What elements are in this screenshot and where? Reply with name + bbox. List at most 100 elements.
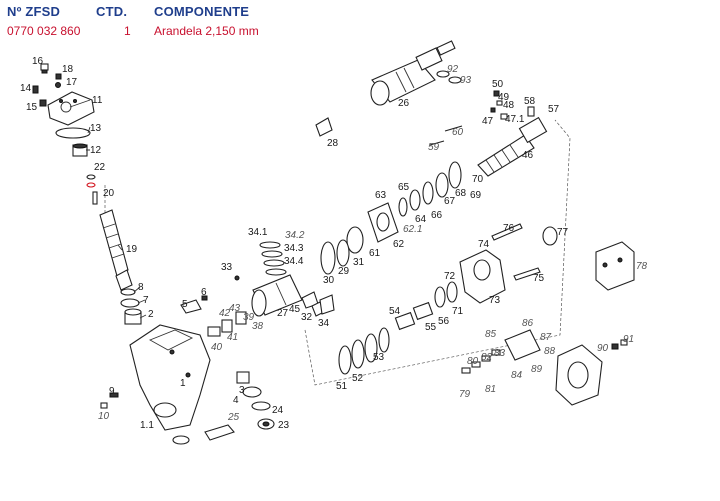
callout-label-81[interactable]: 81 [485, 384, 496, 395]
callout-label-1[interactable]: 1 [180, 378, 186, 389]
part-1.1-ring[interactable] [172, 435, 190, 445]
callout-label-13[interactable]: 13 [90, 123, 102, 134]
callout-label-48[interactable]: 48 [503, 100, 515, 111]
callout-label-12[interactable]: 12 [90, 145, 102, 156]
callout-label-27[interactable]: 27 [277, 308, 289, 319]
callout-label-6[interactable]: 6 [201, 287, 207, 298]
callout-label-34-3[interactable]: 34.3 [284, 243, 304, 254]
part-4-ring[interactable] [242, 386, 262, 398]
part-46-worm-shaft[interactable] [477, 116, 548, 177]
part-10-nut[interactable] [100, 402, 108, 409]
part-7-ring[interactable] [120, 298, 140, 308]
callout-label-43[interactable]: 43 [229, 303, 241, 314]
callout-label-92[interactable]: 92 [447, 64, 459, 75]
callout-label-34-1[interactable]: 34.1 [248, 227, 268, 238]
callout-label-61[interactable]: 61 [369, 248, 381, 259]
callout-label-54[interactable]: 54 [389, 306, 401, 317]
callout-label-5[interactable]: 5 [182, 299, 188, 310]
callout-label-28[interactable]: 28 [327, 138, 339, 149]
callout-label-32[interactable]: 32 [301, 312, 313, 323]
callout-label-75[interactable]: 75 [533, 273, 545, 284]
callout-label-4[interactable]: 4 [233, 395, 239, 406]
callout-label-60[interactable]: 60 [452, 127, 464, 138]
callout-label-73[interactable]: 73 [489, 295, 501, 306]
part-50-56-small-parts[interactable] [490, 90, 535, 120]
part-26-valve-assembly[interactable] [370, 40, 456, 106]
callout-label-30[interactable]: 30 [323, 275, 335, 286]
part-23-nut[interactable] [257, 418, 275, 430]
part-15-screw[interactable] [39, 99, 47, 107]
callout-label-38[interactable]: 38 [252, 321, 264, 332]
part-18-nut[interactable] [55, 73, 62, 80]
callout-label-45[interactable]: 45 [289, 304, 301, 315]
part-51-53-seal-rings[interactable] [338, 327, 390, 375]
callout-label-17[interactable]: 17 [66, 77, 78, 88]
callout-label-22[interactable]: 22 [94, 162, 106, 173]
callout-label-31[interactable]: 31 [353, 257, 365, 268]
callout-label-42[interactable]: 42 [219, 308, 231, 319]
callout-label-20[interactable]: 20 [103, 188, 115, 199]
callout-label-62-1[interactable]: 62.1 [403, 224, 422, 235]
callout-label-9[interactable]: 9 [109, 386, 115, 397]
callout-label-39[interactable]: 39 [243, 312, 255, 323]
callout-label-78[interactable]: 78 [636, 261, 648, 272]
part-3-bearing[interactable] [236, 371, 250, 384]
part-14-pin[interactable] [32, 85, 39, 94]
part-2-bearing[interactable] [124, 308, 142, 325]
callout-label-55[interactable]: 55 [425, 322, 437, 333]
callout-label-29[interactable]: 29 [338, 266, 350, 277]
part-8-ring[interactable] [120, 288, 136, 296]
callout-label-24[interactable]: 24 [272, 405, 284, 416]
part-84-valve-body[interactable] [504, 329, 541, 361]
callout-label-90[interactable]: 90 [597, 343, 609, 354]
callout-label-19[interactable]: 19 [126, 244, 138, 255]
callout-label-87[interactable]: 87 [540, 332, 552, 343]
callout-label-82[interactable]: 82 [481, 352, 493, 363]
callout-label-16[interactable]: 16 [32, 56, 44, 67]
part-61-ring[interactable] [346, 226, 364, 254]
part-54-56-spool[interactable] [394, 301, 434, 331]
callout-label-40[interactable]: 40 [211, 342, 223, 353]
callout-label-53[interactable]: 53 [373, 352, 385, 363]
callout-label-52[interactable]: 52 [352, 373, 364, 384]
part-13-seal-ring[interactable] [55, 127, 91, 139]
part-29-31-rings[interactable] [320, 239, 350, 275]
callout-label-2[interactable]: 2 [148, 309, 154, 320]
callout-label-25[interactable]: 25 [227, 412, 240, 423]
callout-label-79[interactable]: 79 [459, 389, 471, 400]
part-19-input-shaft[interactable] [99, 209, 133, 291]
callout-label-23[interactable]: 23 [278, 420, 290, 431]
part-77-cap[interactable] [542, 226, 558, 246]
callout-label-51[interactable]: 51 [336, 381, 348, 392]
callout-label-91[interactable]: 91 [623, 334, 634, 345]
part-75-bolt[interactable] [513, 267, 541, 281]
part-12-bearing[interactable] [72, 143, 88, 157]
callout-label-41[interactable]: 41 [227, 332, 238, 343]
callout-label-86[interactable]: 86 [522, 318, 534, 329]
part-17-washer[interactable] [55, 82, 61, 88]
callout-label-65[interactable]: 65 [398, 182, 410, 193]
callout-label-66[interactable]: 66 [431, 210, 443, 221]
part-79-83-small-parts[interactable] [461, 349, 501, 374]
part-11-cover[interactable] [47, 91, 95, 126]
part-25-lock-plate[interactable] [204, 424, 235, 441]
callout-label-69[interactable]: 69 [470, 190, 482, 201]
callout-label-89[interactable]: 89 [531, 364, 543, 375]
callout-label-34[interactable]: 34 [318, 318, 330, 329]
callout-label-15[interactable]: 15 [26, 102, 38, 113]
callout-label-11[interactable]: 11 [92, 95, 103, 106]
part-33-ball[interactable] [234, 275, 240, 281]
callout-label-59[interactable]: 59 [428, 142, 440, 153]
callout-label-8[interactable]: 8 [138, 282, 144, 293]
callout-label-70[interactable]: 70 [472, 174, 484, 185]
part-42-valve[interactable] [207, 319, 233, 337]
callout-label-3[interactable]: 3 [239, 385, 245, 396]
part-71-rings[interactable] [434, 281, 458, 308]
callout-label-34-2[interactable]: 34.2 [285, 230, 305, 241]
callout-label-56[interactable]: 56 [438, 316, 450, 327]
callout-label-68[interactable]: 68 [455, 188, 467, 199]
callout-label-83[interactable]: 83 [494, 348, 506, 359]
callout-label-50[interactable]: 50 [492, 79, 504, 90]
part-90-91-plug[interactable] [611, 339, 628, 350]
callout-label-7[interactable]: 7 [143, 295, 149, 306]
